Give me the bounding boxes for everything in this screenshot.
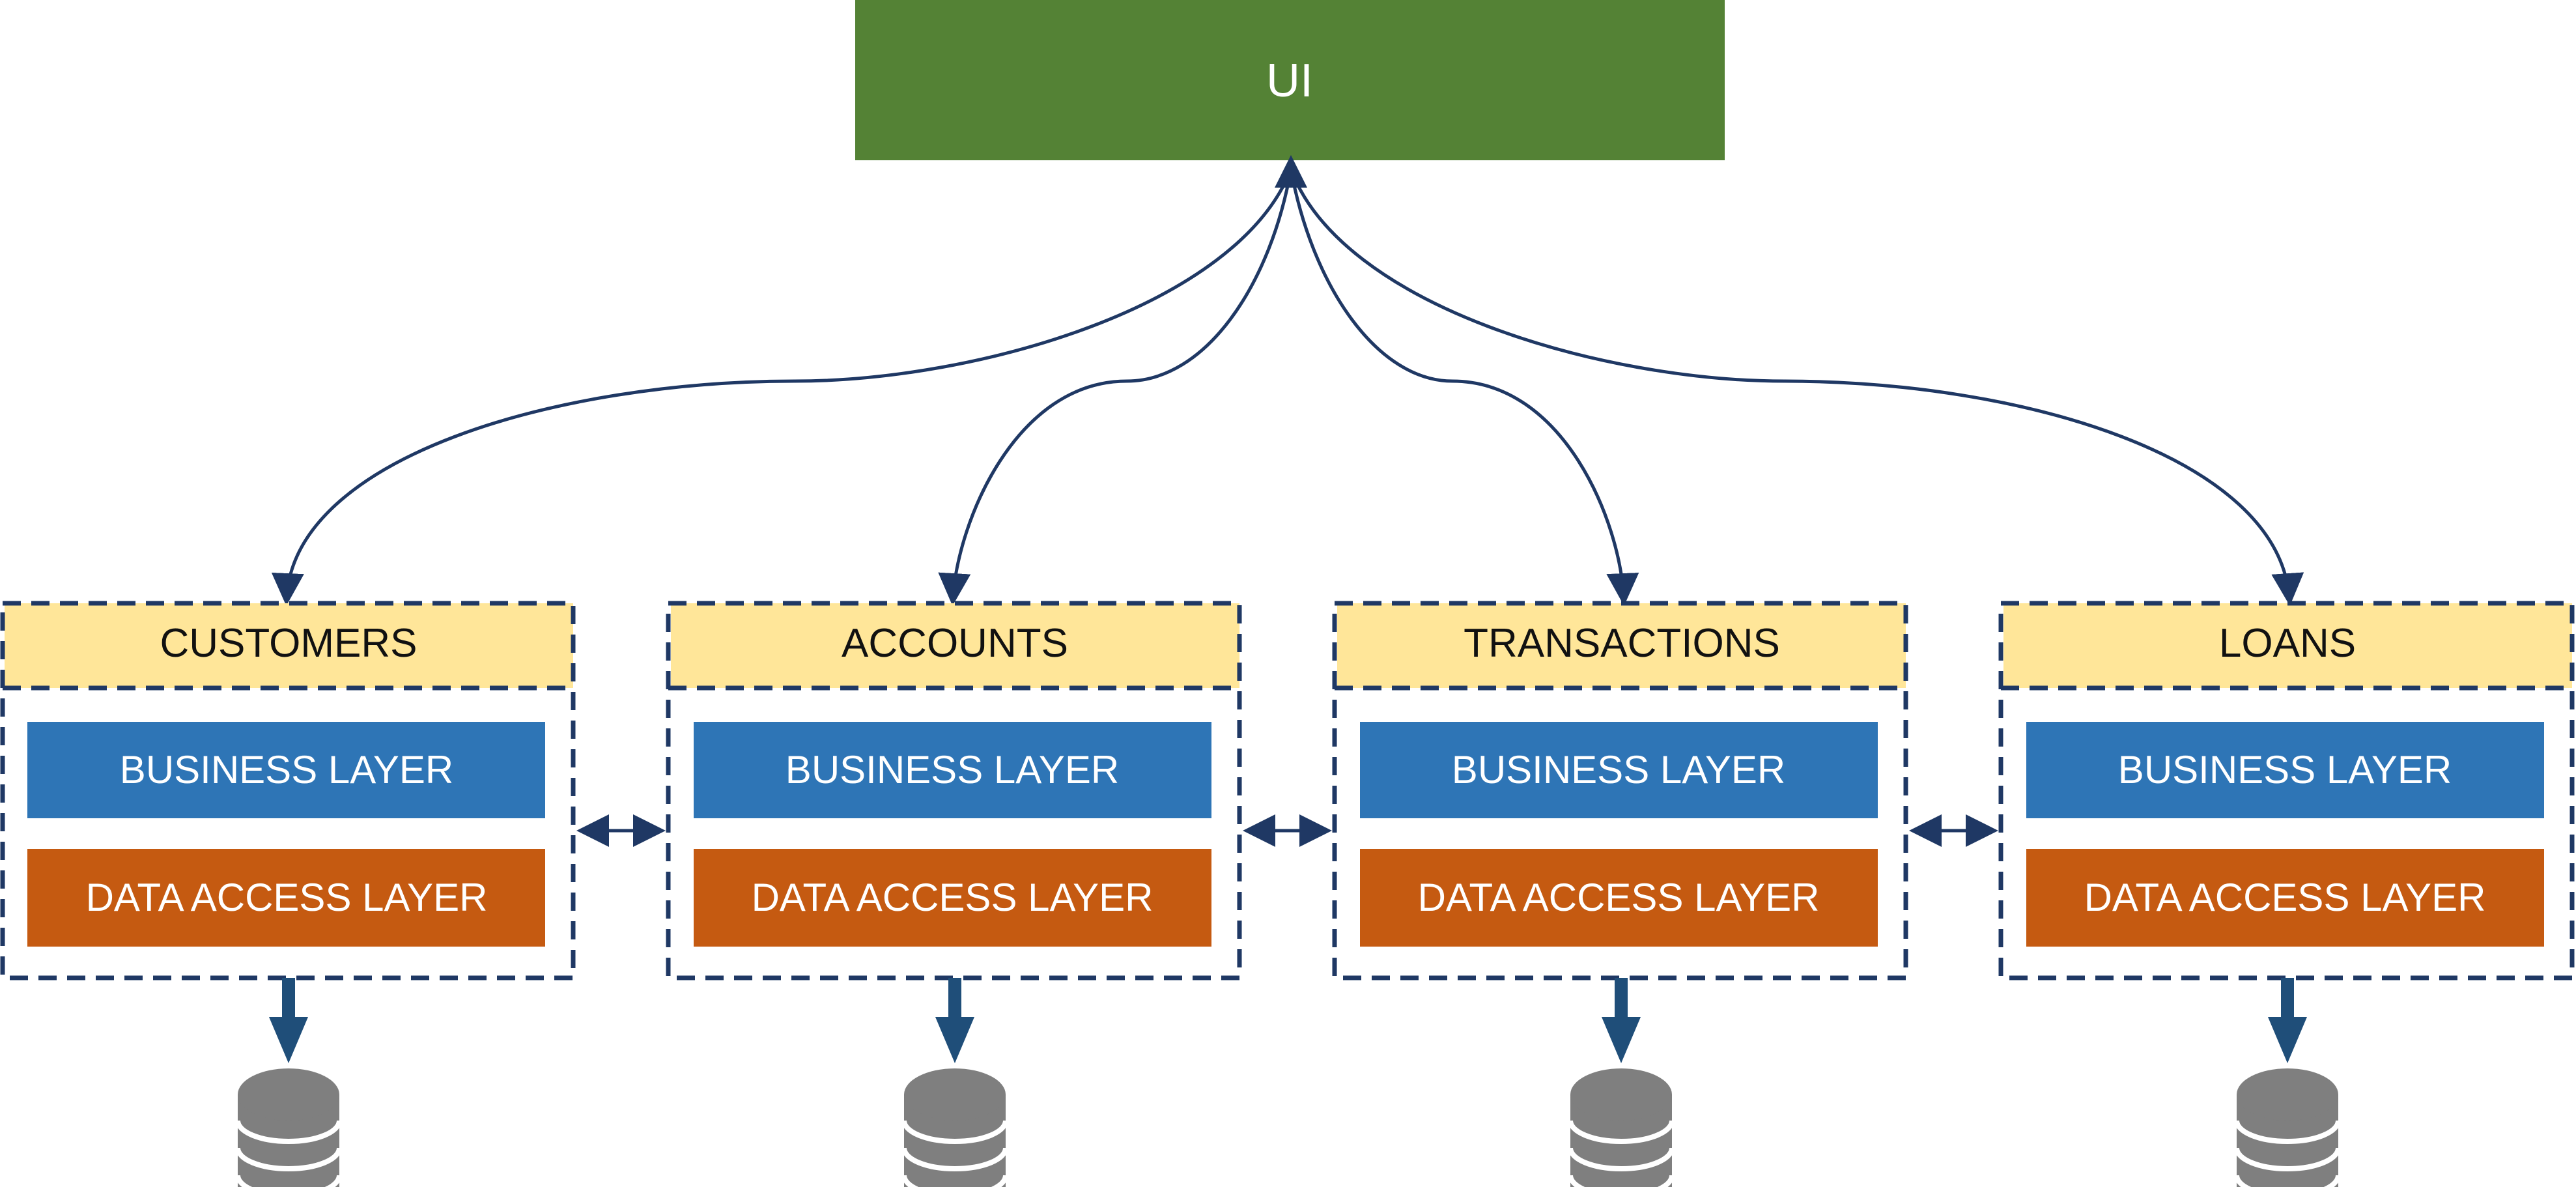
business-layer [694,722,1211,818]
database-icons [235,1068,2341,1187]
database-icon [2234,1068,2341,1187]
service-header [5,603,573,688]
database-icon [1568,1068,1675,1187]
data-access-layer-label: DATA ACCESS LAYER [752,876,1154,919]
data-access-layer [27,849,545,947]
service-title: CUSTOMERS [160,621,417,666]
service-border [666,601,1242,980]
service-border [0,601,576,980]
service-transactions: TRANSACTIONS BUSINESS LAYER DATA ACCESS … [1332,601,1908,980]
data-access-layer-label: DATA ACCESS LAYER [86,876,488,919]
business-layer [2026,722,2544,818]
service-header [2003,603,2572,688]
service-loans: LOANS BUSINESS LAYER DATA ACCESS LAYER [1998,601,2575,980]
ui-label: UI [1266,55,1313,107]
business-layer [1360,722,1878,818]
business-layer-label: BUSINESS LAYER [120,748,453,792]
down-arrow-icon [935,978,974,1063]
down-arrow-icon [1602,978,1641,1063]
data-access-layer [2026,849,2544,947]
business-layer-label: BUSINESS LAYER [786,748,1119,792]
service-title: TRANSACTIONS [1464,621,1780,666]
data-access-layer [694,849,1211,947]
service-border [1332,601,1908,980]
down-arrow-icon [269,978,308,1063]
business-layer-label: BUSINESS LAYER [2118,748,2452,792]
database-icon [235,1068,342,1187]
ui-box: UI [855,0,1725,160]
connector-transactions [1289,169,1639,606]
data-access-layer [1360,849,1878,947]
down-arrow-icon [2268,978,2307,1063]
service-title: ACCOUNTS [842,621,1068,666]
service-title: LOANS [2219,621,2356,666]
connector-loans [1289,169,2304,606]
service-header [671,603,1239,688]
ui-connectors [271,155,2304,606]
business-layer [27,722,545,818]
connector-accounts [938,169,1293,606]
service-header [1337,603,1906,688]
service-customers: CUSTOMERS BUSINESS LAYER DATA ACCESS LAY… [0,601,576,980]
service-border [1998,601,2575,980]
database-arrows [269,978,2307,1063]
data-access-layer-label: DATA ACCESS LAYER [2084,876,2486,919]
database-icon [901,1068,1008,1187]
business-layer-label: BUSINESS LAYER [1452,748,1785,792]
service-accounts: ACCOUNTS BUSINESS LAYER DATA ACCESS LAYE… [666,601,1242,980]
data-access-layer-label: DATA ACCESS LAYER [1418,876,1820,919]
connector-customers [271,169,1293,606]
